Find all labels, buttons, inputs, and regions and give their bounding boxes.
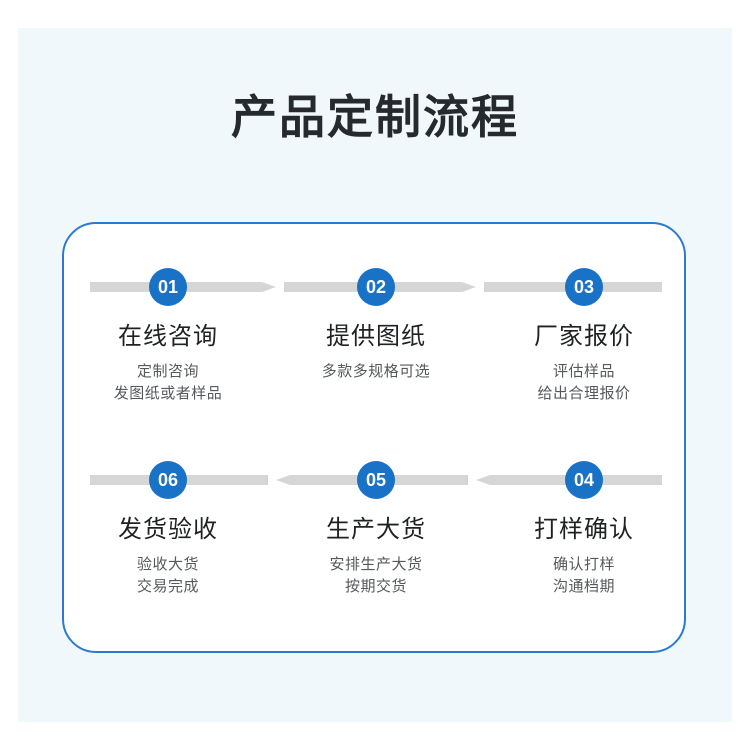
flow-steps-top: 01 在线咨询 定制咨询 发图纸或者样品 02 提供图纸 多款多规格可选 bbox=[64, 268, 688, 405]
step-description: 验收大货 交易完成 bbox=[64, 554, 272, 598]
step-number: 06 bbox=[157, 470, 179, 490]
step-number: 02 bbox=[365, 277, 387, 297]
step-number: 01 bbox=[157, 277, 179, 297]
step-number-badge: 01 bbox=[149, 268, 187, 306]
step-number: 03 bbox=[573, 277, 595, 297]
step-title: 生产大货 bbox=[326, 516, 426, 543]
flow-step-02[interactable]: 02 提供图纸 多款多规格可选 bbox=[272, 268, 480, 405]
step-description-line: 多款多规格可选 bbox=[321, 363, 431, 380]
step-title: 提供图纸 bbox=[326, 323, 426, 350]
step-description-line: 沟通档期 bbox=[552, 578, 615, 595]
step-description-line: 定制咨询 bbox=[136, 363, 199, 380]
step-title: 厂家报价 bbox=[534, 323, 634, 350]
step-description: 评估样品 给出合理报价 bbox=[480, 361, 688, 405]
page-title: 产品定制流程 bbox=[231, 91, 519, 143]
step-description-line: 确认打样 bbox=[552, 556, 615, 573]
step-number-badge: 04 bbox=[565, 461, 603, 499]
flow-steps-bottom: 06 发货验收 验收大货 交易完成 05 生产大货 安排生产大货 按期 bbox=[64, 461, 688, 598]
flow-step-04[interactable]: 04 打样确认 确认打样 沟通档期 bbox=[480, 461, 688, 598]
step-description-line: 验收大货 bbox=[136, 556, 199, 573]
process-flow-card: 01 在线咨询 定制咨询 发图纸或者样品 02 提供图纸 多款多规格可选 bbox=[62, 222, 686, 653]
step-description-line: 发图纸或者样品 bbox=[113, 385, 223, 402]
step-number-badge: 03 bbox=[565, 268, 603, 306]
step-description: 确认打样 沟通档期 bbox=[480, 554, 688, 598]
step-description: 多款多规格可选 bbox=[272, 361, 480, 383]
step-description-line: 按期交货 bbox=[344, 578, 407, 595]
step-description: 定制咨询 发图纸或者样品 bbox=[64, 361, 272, 405]
step-description-line: 评估样品 bbox=[552, 363, 615, 380]
flow-row-top: 01 在线咨询 定制咨询 发图纸或者样品 02 提供图纸 多款多规格可选 bbox=[64, 268, 688, 466]
step-description-line: 交易完成 bbox=[136, 578, 199, 595]
flow-step-05[interactable]: 05 生产大货 安排生产大货 按期交货 bbox=[272, 461, 480, 598]
step-number: 05 bbox=[365, 470, 387, 490]
step-description: 安排生产大货 按期交货 bbox=[272, 554, 480, 598]
step-title: 打样确认 bbox=[534, 516, 634, 543]
step-title: 在线咨询 bbox=[118, 323, 218, 350]
flow-step-06[interactable]: 06 发货验收 验收大货 交易完成 bbox=[64, 461, 272, 598]
flow-step-03[interactable]: 03 厂家报价 评估样品 给出合理报价 bbox=[480, 268, 688, 405]
step-number-badge: 05 bbox=[357, 461, 395, 499]
step-number: 04 bbox=[573, 470, 595, 490]
step-number-badge: 06 bbox=[149, 461, 187, 499]
step-description-line: 安排生产大货 bbox=[329, 556, 423, 573]
step-description-line: 给出合理报价 bbox=[537, 385, 631, 402]
flow-step-01[interactable]: 01 在线咨询 定制咨询 发图纸或者样品 bbox=[64, 268, 272, 405]
step-title: 发货验收 bbox=[118, 516, 218, 543]
flow-row-bottom: 06 发货验收 验收大货 交易完成 05 生产大货 安排生产大货 按期 bbox=[64, 461, 688, 659]
step-number-badge: 02 bbox=[357, 268, 395, 306]
